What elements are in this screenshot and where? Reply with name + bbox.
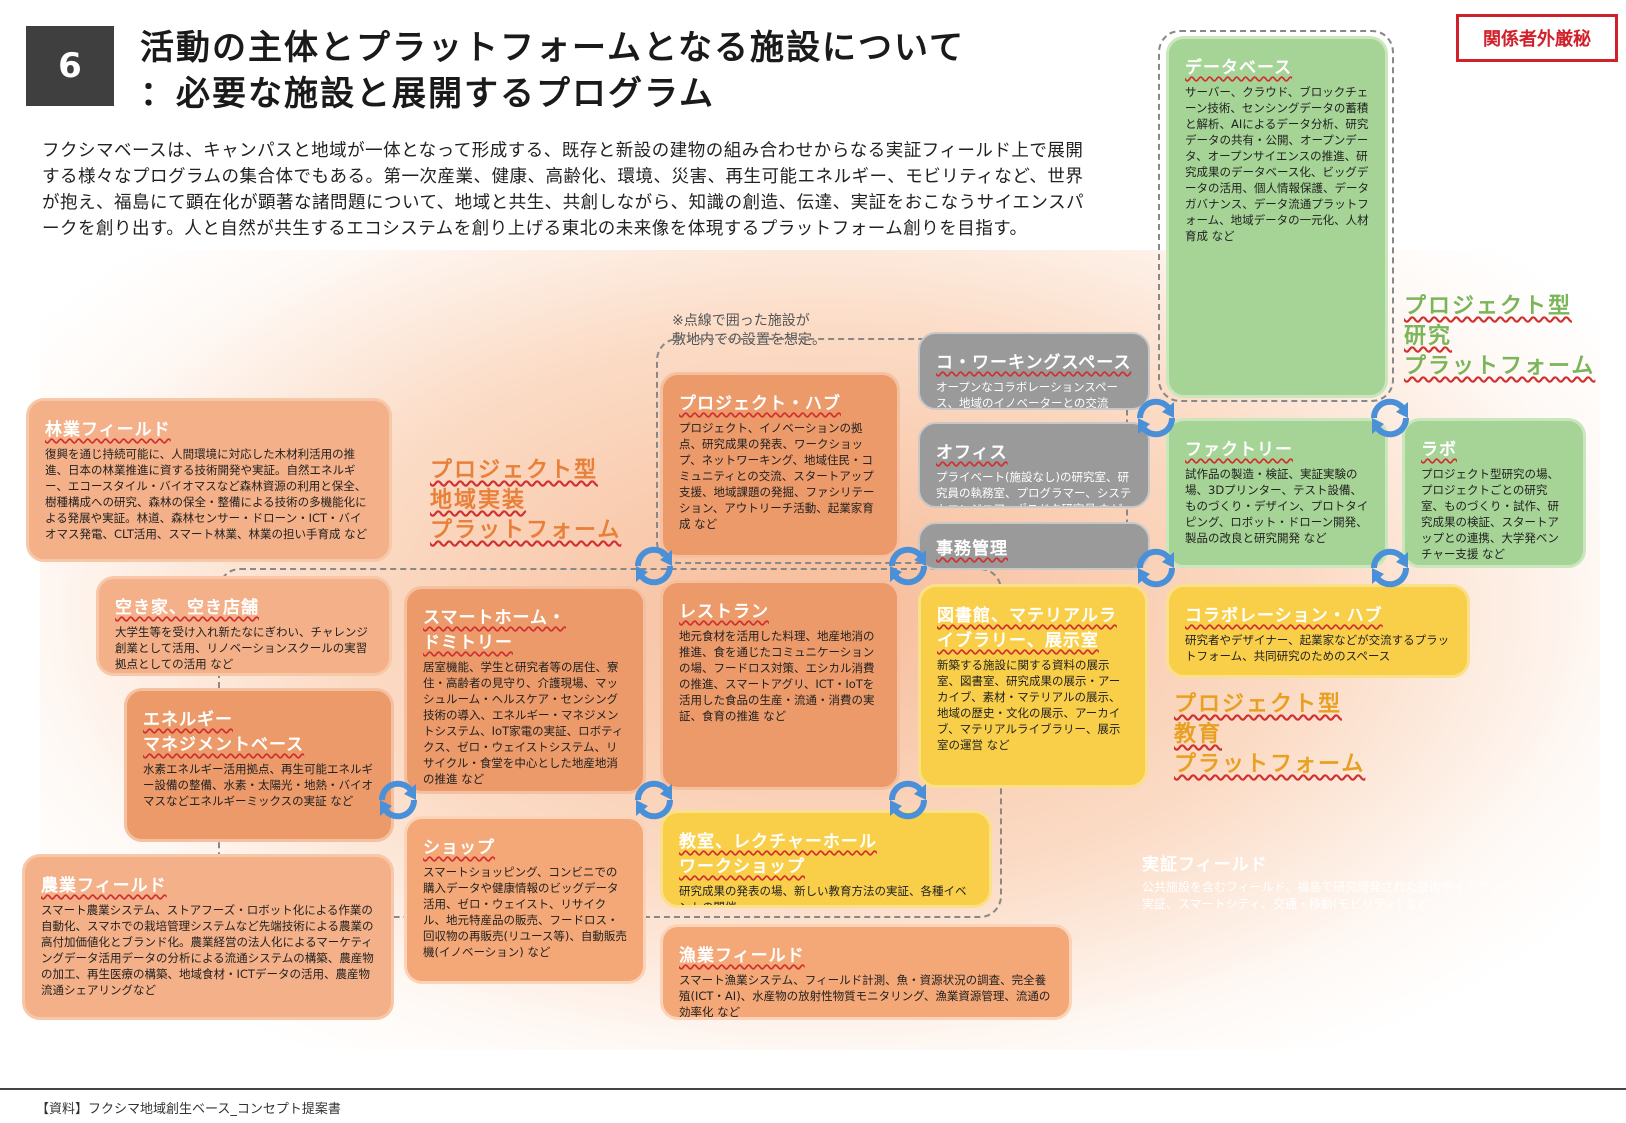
- box-title: エネルギー マネジメントベース: [143, 710, 305, 755]
- box-energy: エネルギー マネジメントベース 水素エネルギー活用拠点、再生可能エネルギー設備の…: [124, 688, 394, 842]
- box-title: 漁業フィールド: [679, 946, 805, 966]
- box-body: 大学生等を受け入れ新たなにぎわい、チャレンジ創業として活用、リノベーションスクー…: [115, 625, 368, 671]
- box-body: オープンなコラボレーションスペース、地域のイノベーターとの交流: [936, 380, 1119, 410]
- platform-label-line: 地域実装: [430, 488, 527, 513]
- platform-label-line: プロジェクト型: [1174, 692, 1343, 717]
- platform-label-research: プロジェクト型 研究 プラットフォーム: [1404, 292, 1595, 382]
- box-title: 農業フィールド: [41, 876, 167, 896]
- box-akiya: 空き家、空き店舗 大学生等を受け入れ新たなにぎわい、チャレンジ創業として活用、リ…: [96, 576, 392, 676]
- platform-label-line: プロジェクト型: [1404, 294, 1573, 319]
- box-title: ラボ: [1421, 440, 1457, 460]
- box-title: 空き家、空き店舗: [115, 598, 259, 618]
- box-body: 新築する施設に関する資料の展示室、図書室、研究成果の展示・アーカイブ、素材・マテ…: [937, 658, 1121, 752]
- box-shop: ショップ スマートショッピング、コンビニでの購入データや健康情報のビッグデータ活…: [404, 816, 646, 984]
- cycle-arrows-icon: [1136, 548, 1176, 588]
- box-body: スマートショッピング、コンビニでの購入データや健康情報のビッグデータ活用、ゼロ・…: [423, 865, 627, 959]
- box-body: 試作品の製造・検証、実証実験の場、3Dプリンター、テスト設備、ものづくり・デザイ…: [1185, 467, 1369, 545]
- box-title: 実証フィールド: [1142, 855, 1268, 875]
- cycle-arrows-icon: [634, 546, 674, 586]
- box-body: プロジェクト、イノベーションの拠点、研究成果の発表、ワークショップ、ネットワーキ…: [679, 421, 875, 531]
- box-title: 教室、レクチャーホール ワークショップ: [679, 832, 877, 877]
- box-coworking: コ・ワーキングスペース オープンなコラボレーションスペース、地域のイノベーターと…: [918, 332, 1150, 410]
- footer-divider: [0, 1088, 1626, 1090]
- box-title: コラボレーション・ハブ: [1185, 606, 1383, 626]
- box-lab: ラボ プロジェクト型研究の場、プロジェクトごとの研究室、ものづくり・試作、研究成…: [1402, 418, 1586, 568]
- platform-label-line: プロジェクト型: [430, 458, 599, 483]
- box-jissho: 実証フィールド 公共施設を含むフィールド、福島で研究開発された技術やインフラの実…: [1142, 850, 1522, 913]
- box-title: 事務管理: [936, 539, 1008, 559]
- box-body: サーバー、クラウド、ブロックチェーン技術、センシングデータの蓄積と解析、AIによ…: [1185, 85, 1369, 243]
- box-body: 水素エネルギー活用拠点、再生可能エネルギー設備の整備、水素・太陽光・地熱・バイオ…: [143, 762, 373, 808]
- platform-label-line: プラットフォーム: [430, 518, 622, 543]
- box-title: レストラン: [679, 602, 769, 622]
- box-projecthub: プロジェクト・ハブ プロジェクト、イノベーションの拠点、研究成果の発表、ワークシ…: [660, 372, 900, 558]
- box-title: 林業フィールド: [45, 420, 171, 440]
- platform-label-regional: プロジェクト型 地域実装 プラットフォーム: [430, 456, 621, 546]
- box-body: 研究成果の発表の場、新しい教育方法の実証、各種イベントの開催: [679, 884, 967, 908]
- box-body: 地元食材を活用した料理、地産地消の推進、食を通じたコミュニケーションの場、フード…: [679, 629, 875, 723]
- page-title-line1: 活動の主体とプラットフォームとなる施設について: [140, 28, 965, 68]
- box-title: 図書館、マテリアルライブラリー、展示室: [937, 606, 1117, 651]
- box-rinsho: 林業フィールド 復興を通じ持続可能に、人間環境に対応した木材利活用の推進、日本の…: [26, 398, 392, 562]
- platform-label-line: 研究: [1404, 324, 1453, 349]
- box-gyogyo: 漁業フィールド スマート漁業システム、フィールド計測、魚・資源状況の調査、完全養…: [660, 924, 1072, 1020]
- cycle-arrows-icon: [888, 546, 928, 586]
- box-nogyo: 農業フィールド スマート農業システム、ストアフーズ・ロボット化による作業の自動化…: [22, 854, 394, 1020]
- dashed-frame-database: [1158, 30, 1394, 402]
- cycle-arrows-icon: [888, 780, 928, 820]
- box-jimu: 事務管理: [918, 522, 1150, 570]
- cycle-arrows-icon: [1370, 548, 1410, 588]
- cycle-arrows-icon: [1136, 398, 1176, 438]
- box-factory: ファクトリー 試作品の製造・検証、実証実験の場、3Dプリンター、テスト設備、もの…: [1166, 418, 1388, 568]
- dashed-outline-note: ※点線で囲った施設が 敷地内での設置を想定。: [672, 313, 826, 348]
- confidential-badge: 関係者外厳秘: [1456, 14, 1618, 62]
- box-restaurant: レストラン 地元食材を活用した料理、地産地消の推進、食を通じたコミュニケーション…: [660, 580, 900, 790]
- box-body: プロジェクト型研究の場、プロジェクトごとの研究室、ものづくり・試作、研究成果の検…: [1421, 467, 1559, 561]
- box-office: オフィス プライベート(施設なし)の研究室、研究員の執務室、プログラマー、システ…: [918, 422, 1150, 508]
- box-body: 復興を通じ持続可能に、人間環境に対応した木材利活用の推進、日本の林業推進に資する…: [45, 447, 368, 541]
- box-body: 研究者やデザイナー、起業家などが交流するプラットフォーム、共同研究のためのスペー…: [1185, 633, 1450, 663]
- platform-label-line: 教育: [1174, 722, 1223, 747]
- footer-source: 【資料】フクシマ地域創生ベース_コンセプト提案書: [36, 1102, 341, 1117]
- box-body: プライベート(施設なし)の研究室、研究員の執務室、プログラマー、システムエンジニ…: [936, 470, 1132, 506]
- box-title: データベース: [1185, 58, 1293, 78]
- platform-label-education: プロジェクト型 教育 プラットフォーム: [1174, 690, 1365, 780]
- box-title: ショップ: [423, 838, 495, 858]
- box-title: スマートホーム・ ドミトリー: [423, 608, 566, 653]
- box-title: オフィス: [936, 443, 1008, 463]
- intro-paragraph: フクシマベースは、キャンパスと地域が一体となって形成する、既存と新設の建物の組み…: [42, 141, 1085, 239]
- page-title-line2: ：必要な施設と展開するプログラム: [140, 74, 715, 114]
- box-title: ファクトリー: [1185, 440, 1293, 460]
- box-library: 図書館、マテリアルライブラリー、展示室 新築する施設に関する資料の展示室、図書室…: [918, 584, 1148, 788]
- cycle-arrows-icon: [378, 780, 418, 820]
- platform-label-line: プラットフォーム: [1174, 752, 1366, 777]
- box-body: スマート農業システム、ストアフーズ・ロボット化による作業の自動化、スマホでの栽培…: [41, 903, 374, 997]
- box-body: 公共施設を含むフィールド、福島で研究開発された技術やインフラの実証、スマートシテ…: [1142, 880, 1513, 911]
- cycle-arrows-icon: [1370, 398, 1410, 438]
- box-collab: コラボレーション・ハブ 研究者やデザイナー、起業家などが交流するプラットフォーム…: [1166, 584, 1470, 678]
- box-smarthome: スマートホーム・ ドミトリー 居室機能、学生と研究者等の居住、寮住・高齢者の見守…: [404, 586, 646, 794]
- platform-label-line: プラットフォーム: [1404, 354, 1596, 379]
- section-number-badge: 6: [26, 26, 114, 106]
- box-body: スマート漁業システム、フィールド計測、魚・資源状況の調査、完全養殖(ICT・AI…: [679, 973, 1051, 1019]
- box-body: 居室機能、学生と研究者等の居住、寮住・高齢者の見守り、介護現場、マッシュルーム・…: [423, 660, 624, 786]
- box-kyoshitsu: 教室、レクチャーホール ワークショップ 研究成果の発表の場、新しい教育方法の実証…: [660, 810, 992, 908]
- box-title: コ・ワーキングスペース: [936, 353, 1132, 373]
- cycle-arrows-icon: [634, 780, 674, 820]
- box-title: プロジェクト・ハブ: [679, 394, 841, 414]
- box-database: データベース サーバー、クラウド、ブロックチェーン技術、センシングデータの蓄積と…: [1166, 36, 1388, 398]
